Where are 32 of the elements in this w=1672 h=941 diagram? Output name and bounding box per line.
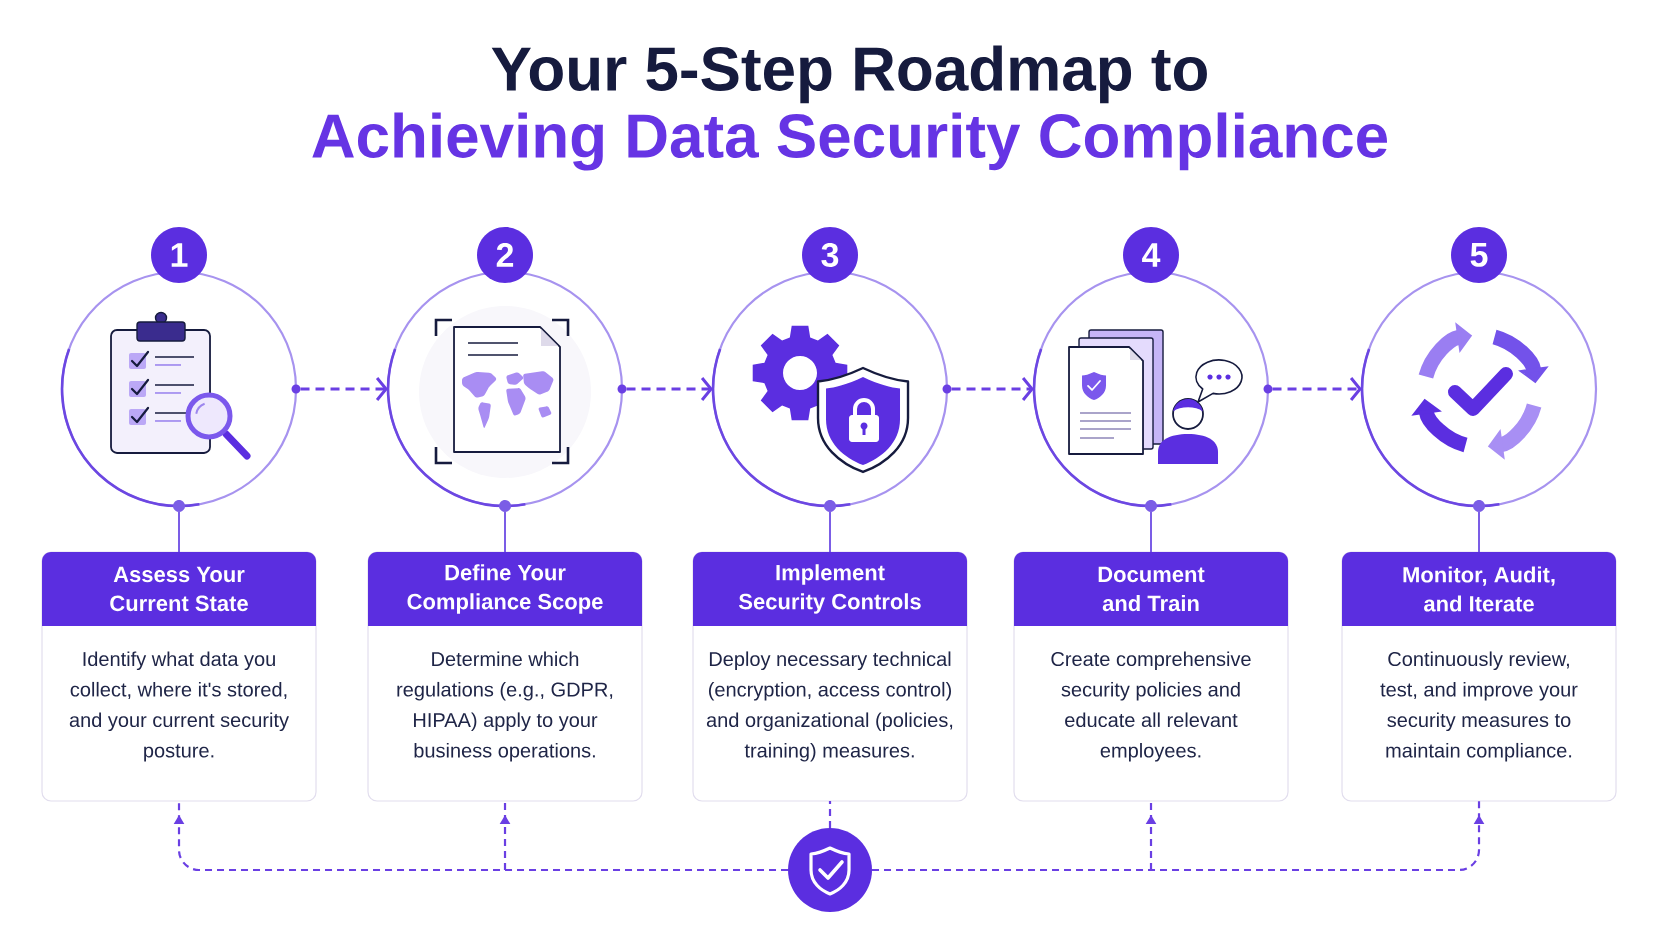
step-number-badge: 2: [477, 227, 533, 283]
step-card: [367, 551, 643, 802]
card-header: Define Your Compliance Scope: [368, 552, 642, 626]
step-number-badge: 1: [151, 227, 207, 283]
dashed-arrow: [300, 377, 388, 401]
step-card: [692, 551, 968, 802]
title: Your 5-Step Roadmap to Achieving Data Security Compliance: [312, 45, 1388, 171]
dashed-arrow: [626, 377, 713, 401]
dashed-arrow: [173, 801, 788, 872]
card-header: Assess Your Current State: [42, 552, 316, 626]
card-header: Document and Train: [1014, 552, 1288, 626]
line: [1150, 511, 1152, 553]
card-description: Deploy necessary technical (encryption, access control) and organizational (policies, training) measures.: [706, 651, 953, 762]
card-description: Create comprehensive security policies and educate all relevant employees.: [1051, 651, 1251, 762]
step-number-badge: 4: [1123, 227, 1179, 283]
line: [829, 511, 831, 553]
dashed-line: [828, 801, 832, 828]
step-number-badge: 5: [1451, 227, 1507, 283]
step-card: [41, 551, 317, 802]
card-header: Implement Security Controls: [693, 552, 967, 626]
line: [178, 511, 180, 553]
line: [1478, 511, 1480, 553]
card-header: Monitor, Audit, and Iterate: [1342, 552, 1616, 626]
card-description: Identify what data you collect, where it's stored, and your current security posture.: [69, 651, 289, 762]
dashed-arrow: [951, 377, 1034, 401]
card-description: Determine which regulations (e.g., GDPR, HIPAA) apply to your business operations.: [397, 651, 613, 762]
card-description: Continuously review, test, and improve your security measures to maintain compliance.: [1380, 651, 1578, 762]
step-card: [1013, 551, 1289, 802]
step-card: [1341, 551, 1617, 802]
step-number-badge: 3: [802, 227, 858, 283]
dashed-arrow: [1272, 377, 1362, 401]
line: [504, 511, 506, 553]
